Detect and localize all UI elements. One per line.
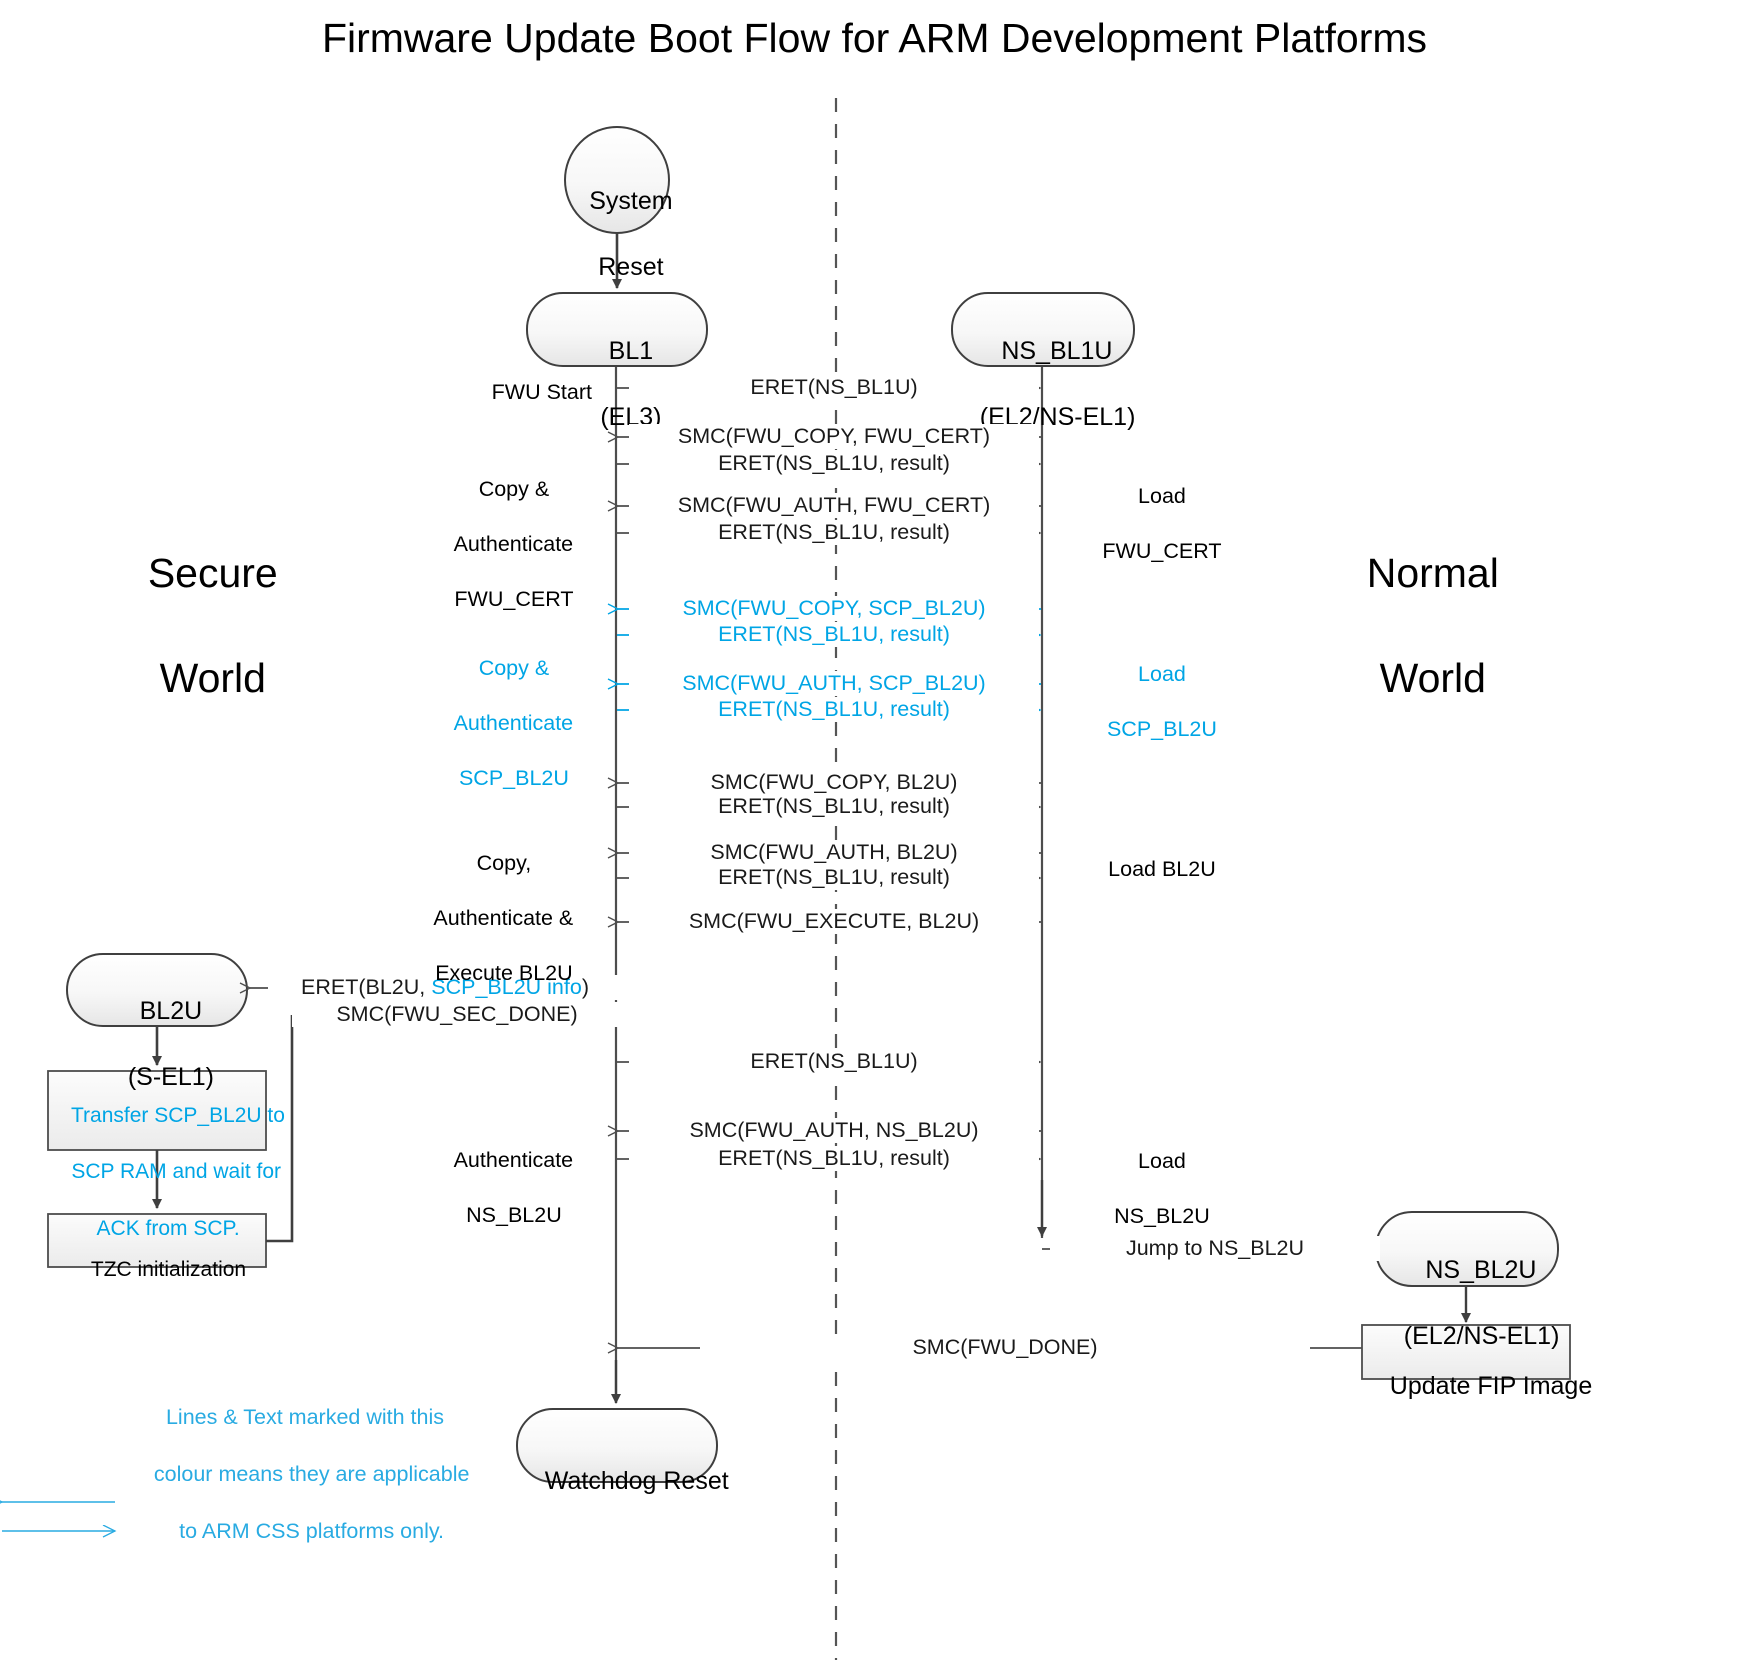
node-bl2u[interactable]: BL2U (S-EL1)	[67, 962, 247, 1127]
copy-auth-fwu-cert-line3: FWU_CERT	[454, 586, 574, 611]
m15-cyan-part: SCP_BL2U info	[431, 975, 582, 999]
copy-auth-fwu-cert-line2: Authenticate	[453, 531, 574, 556]
load-scp-bl2u-line1: Load	[1138, 661, 1186, 686]
message-label-m8: SMC(FWU_AUTH, SCP_BL2U)	[629, 671, 1039, 697]
copy-auth-exec-bl2u-line1: Copy,	[476, 850, 532, 875]
message-label-m13: ERET(NS_BL1U, result)	[629, 865, 1039, 891]
message-label-m12: SMC(FWU_AUTH, BL2U)	[629, 840, 1039, 866]
transfer-scp-line1: Transfer SCP_BL2U to	[70, 1104, 285, 1128]
right-label-load-scp-bl2u: Load SCP_BL2U	[1060, 633, 1240, 771]
message-label-jump: Jump to NS_BL2U	[1050, 1236, 1380, 1262]
left-label-copy-auth-scp-bl2u: Copy & Authenticate SCP_BL2U	[412, 627, 592, 820]
normal-world-line2: World	[1379, 655, 1486, 702]
right-label-load-ns-bl2u: Load NS_BL2U	[1060, 1120, 1240, 1258]
auth-ns-bl2u-line2: NS_BL2U	[466, 1202, 562, 1227]
copy-auth-exec-bl2u-line3: Execute BL2U	[435, 960, 573, 985]
system-reset-line2: Reset	[598, 253, 664, 281]
message-label-m3: ERET(NS_BL1U, result)	[629, 451, 1039, 477]
message-label-m11: ERET(NS_BL1U, result)	[629, 794, 1039, 820]
message-label-m16: SMC(FWU_SEC_DONE)	[292, 1002, 622, 1028]
node-ns-bl2u[interactable]: NS_BL2U (EL2/NS-EL1)	[1376, 1221, 1560, 1386]
message-label-m9: ERET(NS_BL1U, result)	[629, 697, 1039, 723]
ns-bl2u-line2: (EL2/NS-EL1)	[1403, 1322, 1560, 1350]
secure-world-line1: Secure	[147, 550, 278, 597]
watchdog-reset-label: Watchdog Reset	[544, 1467, 729, 1495]
update-fip-label: Update FIP Image	[1389, 1372, 1593, 1400]
legend-note: Lines & Text marked with this colour mea…	[130, 1375, 470, 1574]
legend-line1: Lines & Text marked with this	[165, 1405, 444, 1430]
legend-line3: to ARM CSS platforms only.	[179, 1518, 444, 1543]
right-label-load-bl2u: Load BL2U	[1060, 828, 1240, 911]
left-label-fwu-start: FWU Start	[491, 380, 592, 404]
load-ns-bl2u-line2: NS_BL2U	[1114, 1203, 1210, 1228]
left-label-authenticate-ns-bl2u: Authenticate NS_BL2U	[412, 1119, 592, 1257]
bl2u-line2: (S-EL1)	[127, 1063, 214, 1091]
left-label-copy-auth-fwu-cert: Copy & Authenticate FWU_CERT	[412, 448, 592, 641]
message-label-m15: ERET(BL2U, SCP_BL2U info)	[268, 975, 622, 1001]
copy-auth-scp-bl2u-line1: Copy &	[478, 655, 550, 680]
load-fwu-cert-line1: Load	[1138, 483, 1186, 508]
message-label-done: SMC(FWU_DONE)	[700, 1335, 1310, 1361]
transfer-scp-line2: SCP RAM and wait for	[71, 1160, 282, 1184]
tzc-init-label: TZC initialization	[90, 1258, 247, 1282]
legend-line2: colour means they are applicable	[153, 1462, 470, 1487]
message-label-m2: SMC(FWU_COPY, FWU_CERT)	[629, 424, 1039, 450]
copy-auth-fwu-cert-line1: Copy &	[478, 476, 550, 501]
message-label-m4: SMC(FWU_AUTH, FWU_CERT)	[629, 493, 1039, 519]
normal-world-label: Normal World	[1260, 495, 1560, 757]
auth-ns-bl2u-line1: Authenticate	[453, 1147, 574, 1172]
copy-auth-scp-bl2u-line3: SCP_BL2U	[458, 765, 569, 790]
load-fwu-cert-line2: FWU_CERT	[1102, 538, 1222, 563]
right-label-load-fwu-cert: Load FWU_CERT	[1060, 455, 1240, 593]
message-label-m19: ERET(NS_BL1U, result)	[629, 1146, 1039, 1172]
message-label-m17: ERET(NS_BL1U)	[629, 1049, 1039, 1075]
transfer-scp-line3: ACK from SCP.	[96, 1216, 240, 1240]
message-label-m18: SMC(FWU_AUTH, NS_BL2U)	[629, 1118, 1039, 1144]
copy-auth-exec-bl2u-line2: Authenticate &	[433, 905, 574, 930]
message-label-m1: ERET(NS_BL1U)	[629, 375, 1039, 401]
message-label-m5: ERET(NS_BL1U, result)	[629, 520, 1039, 546]
system-reset-line1: System	[589, 187, 673, 215]
load-ns-bl2u-line1: Load	[1138, 1148, 1186, 1173]
m15-suffix: )	[581, 975, 589, 999]
left-label-copy-auth-exec-bl2u: Copy, Authenticate & Execute BL2U	[392, 822, 592, 1015]
process-box-transfer-scp: Transfer SCP_BL2U to SCP RAM and wait fo…	[48, 1074, 285, 1271]
m15-prefix: ERET(BL2U,	[301, 975, 432, 999]
bl1-line1: BL1	[608, 337, 654, 365]
node-system-reset[interactable]: System Reset	[517, 152, 717, 317]
secure-world-line2: World	[159, 655, 266, 702]
load-bl2u-line1: Load BL2U	[1108, 856, 1216, 881]
message-label-m7: ERET(NS_BL1U, result)	[629, 622, 1039, 648]
page-title: Firmware Update Boot Flow for ARM Develo…	[321, 15, 1428, 61]
message-label-m10: SMC(FWU_COPY, BL2U)	[629, 770, 1039, 796]
bl2u-line1: BL2U	[139, 997, 203, 1025]
process-box-update-fip: Update FIP Image	[1362, 1337, 1592, 1436]
normal-world-line1: Normal	[1366, 550, 1499, 597]
process-box-tzc-init: TZC initialization	[48, 1228, 266, 1312]
ns-bl2u-line1: NS_BL2U	[1425, 1256, 1537, 1284]
load-scp-bl2u-line2: SCP_BL2U	[1106, 716, 1217, 741]
message-label-m14: SMC(FWU_EXECUTE, BL2U)	[629, 909, 1039, 935]
secure-world-label: Secure World	[40, 495, 340, 757]
message-label-m6: SMC(FWU_COPY, SCP_BL2U)	[629, 596, 1039, 622]
ns-bl1u-line1: NS_BL1U	[1001, 337, 1113, 365]
node-watchdog-reset[interactable]: Watchdog Reset	[517, 1432, 729, 1531]
copy-auth-scp-bl2u-line2: Authenticate	[453, 710, 574, 735]
